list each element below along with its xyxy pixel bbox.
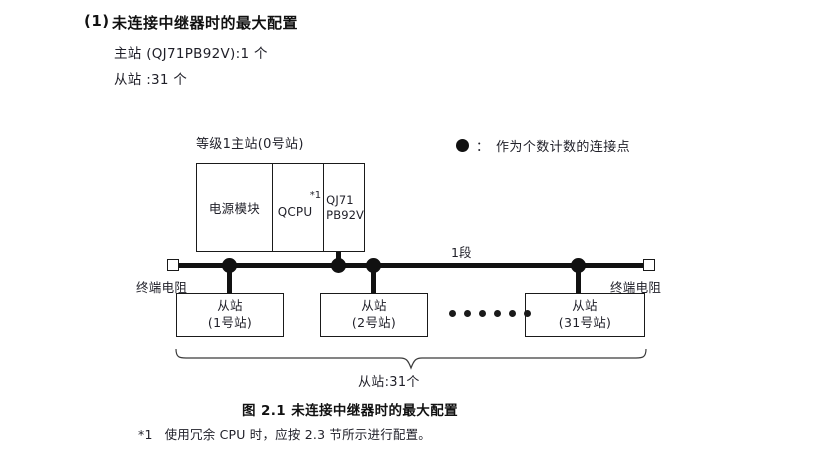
slave-count-brace [170,348,652,370]
legend-label: 作为个数计数的连接点 [496,140,631,155]
master-station-label: 等级1主站(0号站) [196,137,304,152]
module-qj71pb92v: QJ71 PB92V [323,164,364,251]
terminating-resistor-right-icon [643,259,655,271]
ellipsis-dot [464,310,471,317]
module-qcpu-label: QCPU [277,204,313,219]
legend: ： 作为个数计数的连接点 [456,136,630,155]
section-number: (1) [84,12,110,30]
terminating-resistor-left-icon [167,259,179,271]
slave-station-name: 从站 [217,298,243,314]
module-qj71pb92v-line1: QJ71 [326,193,354,208]
slave-station-name: 从站 [572,298,598,314]
segment-label: 1段 [451,245,472,260]
slave-drop-line [576,265,581,294]
slave-station-name: 从站 [361,298,387,314]
slave-station-number: (31号站) [558,315,612,330]
filled-circle-icon [456,139,469,152]
slave-station-number: (1号站) [207,315,253,330]
footnote: *1 使用冗余 CPU 时，应按 2.3 节所示进行配置。 [138,424,431,443]
spec-slave-count: 从站 :31 个 [114,72,188,88]
slave-drop-line [371,265,376,294]
footnote-text: 使用冗余 CPU 时，应按 2.3 节所示进行配置。 [164,427,431,442]
slave-station-number: (2号站) [351,315,397,330]
ellipsis-dot [524,310,531,317]
module-qj71pb92v-label: QJ71 PB92V [324,193,364,222]
footnote-mark: *1 [138,427,153,442]
slave-station-box: 从站 (31号站) [525,293,645,337]
terminating-resistor-right-label: 终端电阻 [610,280,662,295]
ellipsis-dot [494,310,501,317]
terminating-resistor-left-label: 终端电阻 [136,280,188,295]
slave-station-box: 从站 (2号站) [320,293,428,337]
footnote-marker: *1 [309,190,322,201]
spec-master-count: 主站 (QJ71PB92V):1 个 [114,46,268,62]
page-title: 未连接中继器时的最大配置 [112,14,299,32]
module-power-supply: 电源模块 [197,164,272,251]
ellipsis-dot [509,310,516,317]
figure-caption: 图 2.1 未连接中继器时的最大配置 [241,403,458,419]
slave-drop-line [227,265,232,294]
module-qcpu: QCPU *1 [271,164,323,251]
legend-colon: ： [476,140,490,155]
slave-count-label: 从站:31个 [358,375,420,390]
ellipsis-dots [449,310,531,317]
ellipsis-dot [479,310,486,317]
slave-station-box: 从站 (1号站) [176,293,284,337]
connection-point-dot [331,258,346,273]
module-power-supply-label: 电源模块 [208,201,261,216]
ellipsis-dot [449,310,456,317]
master-station-block: 电源模块 QCPU *1 QJ71 PB92V [196,163,365,252]
bus-trunk-line [172,263,648,268]
module-qj71pb92v-line2: PB92V [326,207,364,222]
